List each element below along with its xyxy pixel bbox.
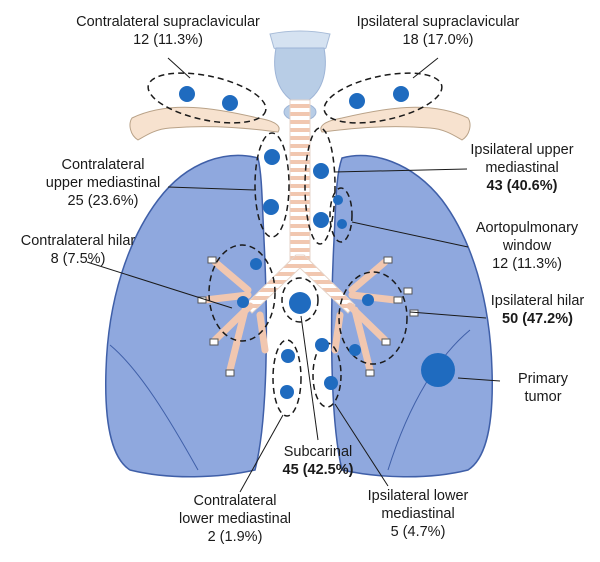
lymph-nodes [179, 86, 455, 399]
station-name: Contralateral supraclavicular [76, 14, 260, 30]
aortopulmonary-window-label: Aortopulmonary window 12 (11.3%) [462, 219, 592, 273]
node [237, 296, 249, 308]
contra-hilar-outline [208, 244, 276, 342]
station-name-line1: Contralateral [61, 157, 145, 173]
station-name-line1: Ipsilateral lower [367, 488, 469, 504]
node [349, 93, 365, 109]
ipsi-supraclavicular-label: Ipsilateral supraclavicular 18 (17.0%) [338, 13, 538, 49]
contra-lower-mediastinal-outline [272, 339, 302, 417]
station-stat: 2 (1.9%) [207, 529, 263, 545]
leader-lines [86, 57, 501, 493]
node [362, 294, 374, 306]
station-name: Ipsilateral supraclavicular [356, 14, 520, 30]
subcarinal-label: Subcarinal 45 (42.5%) [268, 443, 368, 479]
station-stat: 18 (17.0%) [402, 32, 474, 48]
station-stat: 45 (42.5%) [282, 462, 354, 478]
ipsi-lower-mediastinal-label: Ipsilateral lower mediastinal 5 (4.7%) [348, 487, 488, 541]
left-lung [104, 154, 268, 478]
node [280, 385, 294, 399]
station-name-line2: mediastinal [485, 160, 559, 176]
contra-supraclavicular-outline [147, 72, 267, 124]
ipsi-supraclavicular-outline [323, 72, 443, 124]
ipsi-hilar-label: Ipsilateral hilar 50 (47.2%) [480, 292, 595, 328]
station-stat: 8 (7.5%) [50, 251, 106, 267]
node [313, 212, 329, 228]
node [263, 199, 279, 215]
node [250, 258, 262, 270]
primary-tumor-mass [421, 353, 455, 387]
aortopulmonary-window-outline [329, 187, 353, 243]
contra-hilar-label: Contralateral hilar 8 (7.5%) [8, 232, 148, 268]
station-stat: 50 (47.2%) [502, 311, 573, 327]
subcarinal-outline [281, 277, 319, 323]
station-name-line1: Aortopulmonary [475, 220, 579, 236]
station-name: Subcarinal [283, 444, 353, 460]
station-name-line2: lower mediastinal [178, 511, 292, 527]
node [337, 219, 347, 229]
station-stat: 12 (11.3%) [492, 256, 562, 272]
station-name-line1: Contralateral [193, 493, 277, 509]
station-name-line2: upper mediastinal [45, 175, 161, 191]
node [315, 338, 329, 352]
node [264, 149, 280, 165]
ipsi-upper-mediastinal-label: Ipsilateral upper mediastinal 43 (40.6%) [452, 141, 592, 195]
station-name-line1: Ipsilateral upper [470, 142, 574, 158]
contra-lower-mediastinal-label: Contralateral lower mediastinal 2 (1.9%) [160, 492, 310, 546]
station-name: Ipsilateral hilar [490, 293, 585, 309]
node [324, 376, 338, 390]
station-name: Contralateral hilar [20, 233, 136, 249]
node [313, 163, 329, 179]
contra-supraclavicular-label: Contralateral supraclavicular 12 (11.3%) [58, 13, 278, 49]
clavicles [129, 106, 471, 141]
node [281, 349, 295, 363]
station-name-line2: mediastinal [381, 506, 455, 522]
tumor-label-line1: Primary [518, 371, 568, 387]
station-stat: 12 (11.3%) [133, 32, 203, 48]
ipsi-upper-mediastinal-outline [304, 127, 336, 245]
node [349, 344, 361, 356]
node [179, 86, 195, 102]
station-name-line2: window [502, 238, 552, 254]
primary-tumor-label: Primary tumor [503, 370, 583, 406]
ipsi-hilar-outline [338, 271, 408, 365]
node [222, 95, 238, 111]
node [289, 292, 311, 314]
contra-upper-mediastinal-outline [254, 132, 290, 238]
node [393, 86, 409, 102]
tumor-label-line2: tumor [524, 389, 562, 405]
station-stat: 5 (4.7%) [390, 524, 446, 540]
station-stat: 25 (23.6%) [67, 193, 139, 209]
contra-upper-mediastinal-label: Contralateral upper mediastinal 25 (23.6… [38, 156, 168, 210]
node [333, 195, 343, 205]
station-stat: 43 (40.6%) [486, 178, 558, 194]
station-outlines [147, 72, 443, 417]
